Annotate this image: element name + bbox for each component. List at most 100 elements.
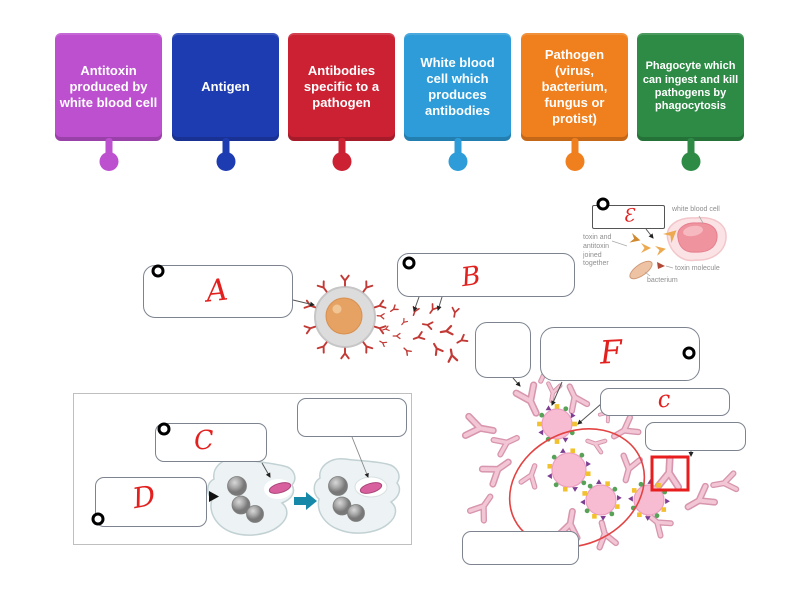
antibody-icon (494, 431, 521, 455)
antigen-dot (560, 448, 566, 453)
antibody-icon (340, 274, 350, 287)
antigen-dot (545, 405, 552, 411)
antigen-dot (609, 511, 615, 517)
label-box-empty-4[interactable] (297, 398, 407, 437)
phagocyte-cell-before (207, 458, 296, 536)
line-shape (261, 462, 271, 478)
process-arrow (294, 492, 317, 510)
antigen-dot (553, 482, 559, 488)
pin-ball[interactable] (99, 152, 118, 171)
tile-pin[interactable] (55, 138, 162, 177)
tile-pin[interactable] (637, 138, 744, 177)
tile-face[interactable]: White blood cell which produces antibodi… (404, 33, 511, 141)
pinhole-marker-a[interactable] (151, 264, 165, 278)
antigen-dot (586, 461, 591, 467)
tile-phagocyte[interactable]: Phagocyte which can ingest and kill path… (637, 33, 744, 177)
pin-ball[interactable] (216, 152, 235, 171)
line-shape (644, 271, 651, 277)
antigen-dot (644, 516, 651, 521)
circle-shape (246, 505, 264, 523)
antigen-dot (592, 514, 597, 519)
antigen-dot (612, 486, 618, 492)
pin-ball[interactable] (565, 152, 584, 171)
pin-stem (222, 138, 229, 156)
antigen-dot (537, 421, 542, 427)
pin-stem (454, 138, 461, 156)
line-shape (292, 299, 315, 307)
pinhole-marker-e[interactable] (596, 197, 610, 211)
highlight-square (650, 455, 690, 492)
circle-shape (328, 476, 348, 496)
label-box-b[interactable] (397, 253, 575, 297)
tile-pin[interactable] (172, 138, 279, 177)
line-shape (577, 403, 602, 425)
answer-letter-a: A (204, 272, 230, 310)
antibody-icon (426, 303, 439, 316)
pinhole-marker-b[interactable] (402, 256, 416, 270)
tile-pin[interactable] (404, 138, 511, 177)
pin-ball[interactable] (332, 152, 351, 171)
tile-face[interactable]: Antigen (172, 33, 279, 141)
tile-label: Antitoxin produced by white blood cell (59, 63, 158, 110)
pathogen-cluster (537, 404, 670, 521)
toxin-molecule-shape (657, 262, 665, 269)
tile-face[interactable]: Phagocyte which can ingest and kill path… (637, 33, 744, 141)
antigen-dot (551, 454, 557, 460)
pathogen-circle (541, 408, 573, 440)
antibody-icon (401, 345, 412, 356)
label-toxin-molecule: toxin molecule (675, 265, 720, 272)
antigen-dot (547, 473, 552, 479)
label-box-c-upper[interactable] (155, 423, 267, 462)
label-box-empty-3[interactable] (462, 531, 579, 565)
antigen-dot (637, 512, 642, 518)
antibody-icon (429, 340, 444, 357)
connector-lines (261, 228, 694, 478)
pinhole-marker-f[interactable] (682, 346, 696, 360)
tile-label: Phagocyte which can ingest and kill path… (642, 60, 739, 113)
tile-pathogen[interactable]: Pathogen (virus, bacterium, fungus or pr… (521, 33, 628, 177)
antigen-dot (605, 481, 610, 486)
antigen-dot (628, 495, 633, 502)
use-shape (655, 243, 667, 256)
label-box-c-lower[interactable] (600, 388, 730, 416)
antibody-icon (399, 317, 409, 327)
antibody-icon (372, 299, 387, 312)
antigen-dot (654, 513, 660, 519)
answer-letter-c-upper: C (193, 425, 215, 457)
label-box-d[interactable] (95, 477, 207, 527)
antibody-icon (388, 304, 399, 315)
antibody-icon (392, 332, 401, 340)
antibody-icon (466, 416, 495, 439)
label-box-empty-1[interactable] (475, 322, 531, 378)
tile-antibodies[interactable]: Antibodies specific to a pathogen (288, 33, 395, 177)
label-bacterium: bacterium (647, 277, 678, 284)
antigen-dot (615, 504, 620, 509)
antibody-icon (372, 322, 387, 335)
tile-face[interactable]: Pathogen (virus, bacterium, fungus or pr… (521, 33, 628, 141)
tile-face[interactable]: Antitoxin produced by white blood cell (55, 33, 162, 141)
tile-pin[interactable] (521, 138, 628, 177)
white-blood-cell-illustration (303, 274, 469, 363)
tile-antitoxin[interactable]: Antitoxin produced by white blood cell (55, 33, 162, 177)
label-box-a[interactable] (143, 265, 293, 318)
tile-pin[interactable] (288, 138, 395, 177)
antibody-icon (450, 306, 460, 319)
pin-stem (571, 138, 578, 156)
antigen-dot (581, 480, 587, 486)
tile-white-blood-cell[interactable]: White blood cell which produces antibodi… (404, 33, 511, 177)
tile-antigen[interactable]: Antigen (172, 33, 279, 177)
use-shape (641, 243, 651, 253)
line-shape (412, 296, 420, 312)
pinhole-marker-d[interactable] (91, 512, 105, 526)
pinhole-marker-c[interactable] (157, 422, 171, 436)
label-box-f[interactable] (540, 327, 700, 381)
pin-ball[interactable] (448, 152, 467, 171)
antigen-dot (656, 482, 661, 488)
tile-face[interactable]: Antibodies specific to a pathogen (288, 33, 395, 141)
antigen-dot (661, 507, 667, 512)
antigen-dot (572, 421, 577, 427)
pin-ball[interactable] (681, 152, 700, 171)
label-box-empty-2[interactable] (645, 422, 746, 451)
